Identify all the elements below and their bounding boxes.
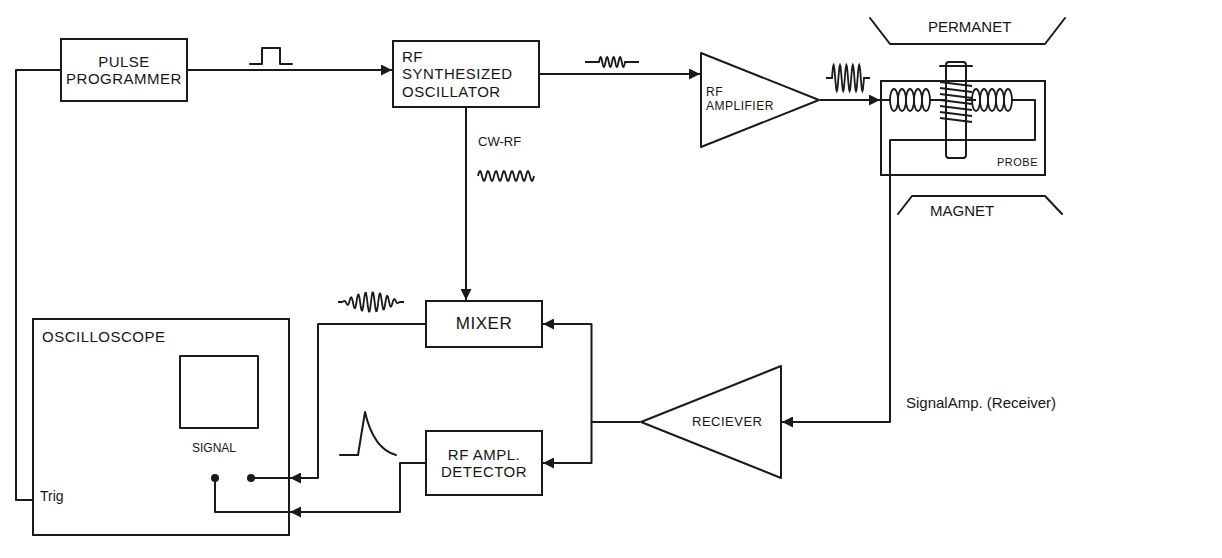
- probe-box: PROBE: [880, 80, 1046, 176]
- sample-coil-winding: [940, 100, 972, 104]
- signal-line: [290, 463, 425, 512]
- triangle-shape: [641, 366, 781, 478]
- signal-line: [540, 73, 700, 75]
- sample-coil-winding: [940, 118, 972, 122]
- magnet-pole-top: [870, 18, 1065, 44]
- triangle-shape: [701, 53, 819, 147]
- amplifier-triangle: RECIEVER: [640, 365, 782, 479]
- process-box: RF SYNTHESIZED OSCILLATOR: [392, 40, 540, 108]
- block-label: RF SYNTHESIZED OSCILLATOR: [402, 48, 530, 100]
- magnet-label: MAGNET: [930, 202, 994, 219]
- signal-line: [465, 108, 467, 300]
- signal-wire: [215, 482, 290, 512]
- block-label: PROBE: [997, 156, 1038, 169]
- scope-screen: [180, 356, 258, 428]
- sample-coil-winding: [940, 88, 972, 92]
- signal-line: [543, 324, 640, 422]
- coil-winding: [996, 89, 1004, 111]
- block-label: RF AMPLIFIER: [706, 86, 770, 114]
- sample-coil-winding: [940, 82, 972, 86]
- signal-line: [820, 99, 880, 101]
- block-label: RECIEVER: [692, 415, 762, 430]
- block-label: OSCILLOSCOPE: [42, 328, 166, 345]
- signal-line: [290, 324, 425, 478]
- signal-line: [543, 422, 640, 463]
- mixer-output-waveform: [338, 293, 404, 312]
- sample-tube-rim: [940, 65, 972, 67]
- pulse-waveform: [250, 48, 292, 64]
- coil-winding: [988, 89, 996, 111]
- signal-line: [16, 70, 60, 500]
- trigger-input-label: Trig: [40, 488, 64, 504]
- sample-tube: [946, 62, 966, 158]
- coil-lead: [930, 99, 976, 101]
- coil-winding: [980, 89, 988, 111]
- magnet-label: PERMANET: [928, 18, 1011, 35]
- rf-burst-waveform: [826, 65, 870, 91]
- block-label: RF AMPL. DETECTOR: [433, 446, 535, 481]
- signal-line: [188, 69, 392, 71]
- signal-name: CW-RF: [476, 134, 523, 151]
- coil-winding: [914, 89, 922, 111]
- signal-terminal: [211, 474, 219, 482]
- signal-terminal: [247, 474, 255, 482]
- coil-winding: [1004, 89, 1012, 111]
- block-label: MIXER: [456, 314, 512, 334]
- rf-burst-waveform: [585, 57, 639, 67]
- cw-waveform: [478, 171, 534, 181]
- sample-coil-winding: [940, 112, 972, 116]
- receiver-note: SignalAmp. (Receiver): [902, 392, 1060, 413]
- process-box: PULSE PROGRAMMER: [60, 38, 188, 102]
- coil-winding: [922, 89, 930, 111]
- sample-coil-winding: [940, 94, 972, 98]
- coil-winding: [890, 89, 898, 111]
- sample-coil-winding: [940, 106, 972, 110]
- process-box: RF AMPL. DETECTOR: [425, 430, 543, 496]
- coil-winding: [898, 89, 906, 111]
- detected-pulse-waveform: [340, 412, 396, 455]
- signal-input-label: SIGNAL: [192, 442, 236, 456]
- amplifier-triangle: RF AMPLIFIER: [700, 52, 820, 148]
- signal-wire: [251, 477, 290, 479]
- process-box: MIXER: [425, 300, 543, 348]
- coil-winding: [906, 89, 914, 111]
- signal-line: [782, 176, 890, 422]
- block-label: PULSE PROGRAMMER: [66, 53, 182, 88]
- process-box: OSCILLOSCOPE: [32, 318, 290, 536]
